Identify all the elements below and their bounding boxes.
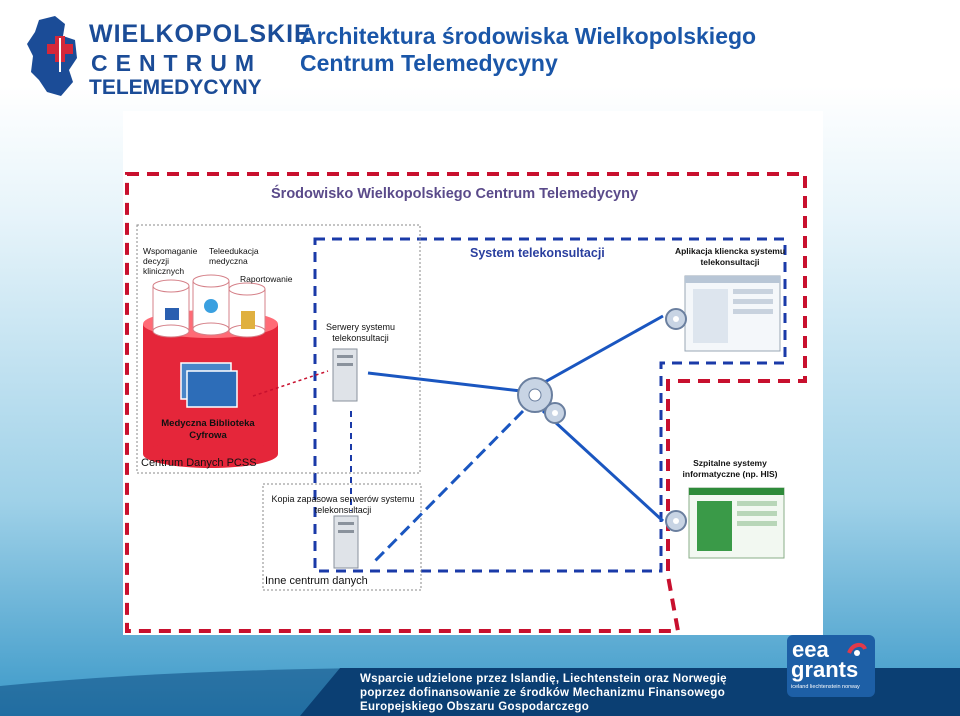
label-servers: Serwery systemu telekonsultacji xyxy=(325,322,396,343)
link-hub-backup xyxy=(371,409,525,565)
footer-text: Wsparcie udzielone przez Islandię, Liech… xyxy=(360,672,727,714)
footer-line3: Europejskiego Obszaru Gospodarczego xyxy=(360,701,590,713)
title-line2: Centrum Telemedycyny xyxy=(300,50,558,76)
server-icon xyxy=(332,348,358,402)
wct-logo: WIELKOPOLSKIE CENTRUM TELEMEDYCYNY xyxy=(25,14,311,100)
pcss-box xyxy=(136,224,421,474)
link-library-servers xyxy=(252,370,329,397)
label-pcss: Centrum Danych PCSS xyxy=(141,457,257,469)
label-hospital: Szpitalne systemy informatyczne (np. HIS… xyxy=(682,458,778,479)
label-reporting: Raportowanie xyxy=(240,274,293,284)
system-title: System telekonsultacji xyxy=(470,246,605,260)
label-teleeducation: Teleedukacja medyczna xyxy=(209,246,259,266)
label-decision-support: Wspomaganie decyzji klinicznych xyxy=(143,246,198,276)
label-other-dc: Inne centrum danych xyxy=(265,575,368,587)
page-title: Architektura środowiska Wielkopolskiego … xyxy=(300,23,756,77)
system-border xyxy=(313,237,787,573)
label-library: Medyczna Biblioteka Cyfrowa xyxy=(161,418,255,441)
diagram-graphics xyxy=(125,172,807,633)
eea-swirl-icon xyxy=(847,642,867,656)
backup-server-icon xyxy=(333,515,359,569)
map-cross-icon xyxy=(27,16,77,96)
footer-line2: poprzez dofinansowanie ze środków Mechan… xyxy=(360,687,726,699)
link-hub-client xyxy=(542,314,664,385)
eea-brand-top: eea xyxy=(792,637,829,662)
gears-hub-icon xyxy=(517,377,566,424)
logo-line2: CENTRUM xyxy=(91,50,262,76)
eea-grants-logo: eea grants iceland liechtenstein norway xyxy=(787,635,877,700)
label-backup: Kopia zapasowa serwerów systemu telekons… xyxy=(271,494,415,515)
link-hub-hospital xyxy=(541,409,665,523)
eea-brand-bottom: grants xyxy=(791,657,859,682)
label-client-app: Aplikacja kliencka systemu telekonsultac… xyxy=(674,246,786,267)
eea-tagline: iceland liechtenstein norway xyxy=(791,684,860,690)
datacenter-cylinder xyxy=(143,274,278,468)
logo-line1: WIELKOPOLSKIE xyxy=(89,20,312,48)
architecture-diagram: Środowisko Wielkopolskiego Centrum Telem… xyxy=(123,111,823,635)
logo-line3: TELEMEDYCYNY xyxy=(89,76,262,99)
hospital-system-window xyxy=(665,487,785,559)
environment-title: Środowisko Wielkopolskiego Centrum Telem… xyxy=(271,186,639,202)
link-server-hub xyxy=(367,371,522,393)
title-line1: Architektura środowiska Wielkopolskiego xyxy=(300,23,757,49)
footer-line1: Wsparcie udzielone przez Islandię, Liech… xyxy=(360,673,727,685)
client-app-window xyxy=(665,275,781,352)
